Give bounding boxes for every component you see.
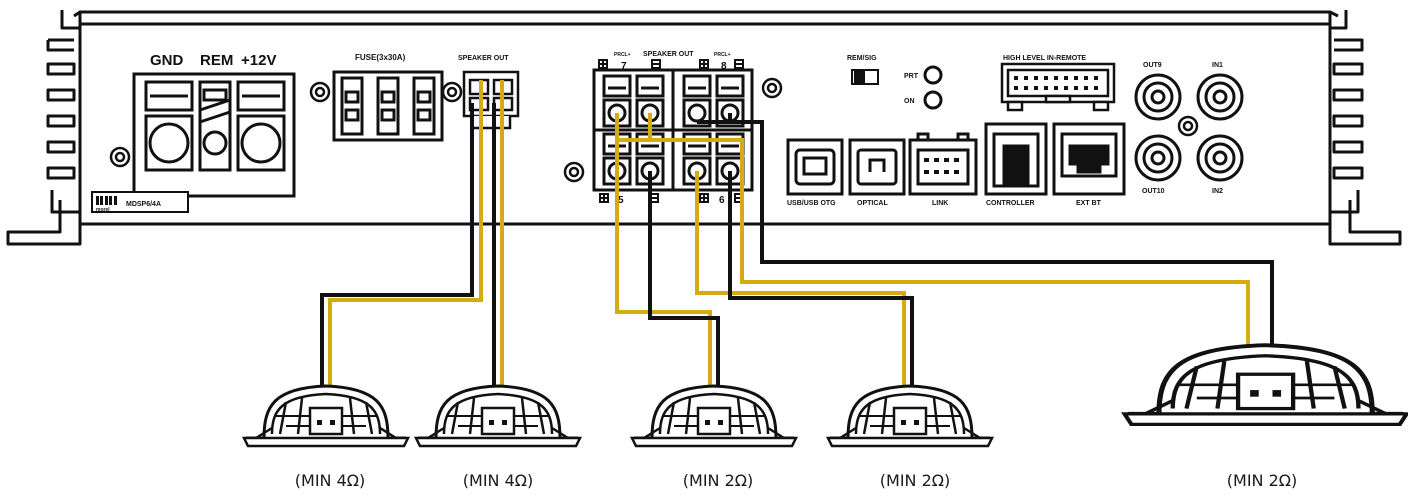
speaker-4 [826, 384, 994, 448]
wire-speaker3-positive [615, 113, 712, 398]
in1-label: IN1 [1212, 62, 1223, 69]
left-heatsink [46, 10, 80, 214]
speaker-out-main-label: SPEAKER OUT [643, 51, 694, 58]
speaker-3-caption: (MIN 2Ω) [682, 471, 754, 490]
speaker-5 [1125, 345, 1407, 424]
rem-sig-label: REM/SIG [847, 55, 877, 62]
out9-label: OUT9 [1143, 62, 1162, 69]
wire-speaker1-negative [320, 103, 474, 396]
speaker-2-caption: (MIN 4Ω) [462, 471, 534, 490]
fuse-block: FUSE(3x30A) [332, 53, 444, 142]
left-mounting-foot [6, 200, 82, 246]
speaker-5-caption: (MIN 2Ω) [1226, 471, 1298, 490]
right-heatsink [1330, 10, 1364, 214]
speaker-4-caption: (MIN 2Ω) [879, 471, 951, 490]
brand-label: morel [96, 207, 110, 213]
speaker-1 [242, 384, 410, 448]
optical-port: OPTICAL [848, 138, 906, 207]
rca-in2 [1196, 134, 1244, 182]
channel-7-label: 7 [621, 61, 627, 72]
model-badge: morel MDSP6/4A [91, 191, 189, 213]
rca-jacks [1134, 73, 1244, 182]
gnd-label: GND [150, 52, 184, 69]
rem-label: REM [200, 52, 233, 69]
optical-label: OPTICAL [857, 200, 888, 207]
led-prt-label: PRT [904, 73, 919, 80]
controller-label: CONTROLLER [986, 200, 1035, 207]
bridge-label-left: PRCL+ [614, 52, 631, 58]
led-on-label: ON [904, 98, 915, 105]
rca-out10 [1134, 134, 1182, 182]
link-label: LINK [932, 200, 948, 207]
rca-out9 [1134, 73, 1182, 121]
fuse-label: FUSE(3x30A) [355, 53, 406, 62]
screw-left [109, 146, 131, 168]
screw-mid-left [309, 81, 331, 103]
model-label: MDSP6/4A [126, 201, 161, 208]
link-port: LINK [908, 132, 978, 207]
channel-6-label: 6 [719, 195, 725, 206]
screws [109, 77, 1199, 183]
rca-in1 [1196, 73, 1244, 121]
screw-mid [441, 81, 463, 103]
bridge-label-right: PRCL+ [714, 52, 731, 58]
screw-rca [1177, 115, 1199, 137]
wire-speaker3-negative [648, 171, 720, 398]
plus12v-label: +12V [241, 52, 276, 69]
controller-port: CONTROLLER [984, 122, 1048, 207]
ext-bt-label: EXT BT [1076, 200, 1102, 207]
wire-speaker4-positive [695, 171, 906, 398]
status-leds: PRT ON [904, 65, 943, 110]
usb-port: USB/USB OTG [786, 138, 844, 207]
high-level-input-connector: HIGH LEVEL IN-REMOTE [1000, 55, 1116, 112]
power-terminal: GND REM +12V [132, 52, 296, 198]
channel-8-label: 8 [721, 61, 727, 72]
ext-bt-port: EXT BT [1052, 122, 1126, 207]
wire-speaker5-positive-bridge [617, 138, 1250, 378]
wire-speaker1-positive [328, 80, 483, 396]
speaker-1-caption: (MIN 4Ω) [294, 471, 366, 490]
wire-speaker4-negative [728, 171, 914, 398]
wire-speaker5-negative-bridge [697, 120, 1274, 378]
speaker-2 [414, 384, 582, 448]
in2-label: IN2 [1212, 188, 1223, 195]
channel-5-label: 5 [618, 195, 624, 206]
screw-speaker-left [563, 161, 585, 183]
usb-label: USB/USB OTG [787, 200, 836, 207]
high-level-label: HIGH LEVEL IN-REMOTE [1003, 55, 1086, 62]
right-mounting-foot [1328, 200, 1402, 246]
brand-logo [96, 196, 117, 205]
speaker-out-small-label: SPEAKER OUT [458, 55, 509, 62]
rem-sig-switch: REM/SIG [847, 55, 879, 85]
speaker-3 [630, 384, 798, 448]
out10-label: OUT10 [1142, 188, 1165, 195]
screw-speaker-right [761, 77, 783, 99]
